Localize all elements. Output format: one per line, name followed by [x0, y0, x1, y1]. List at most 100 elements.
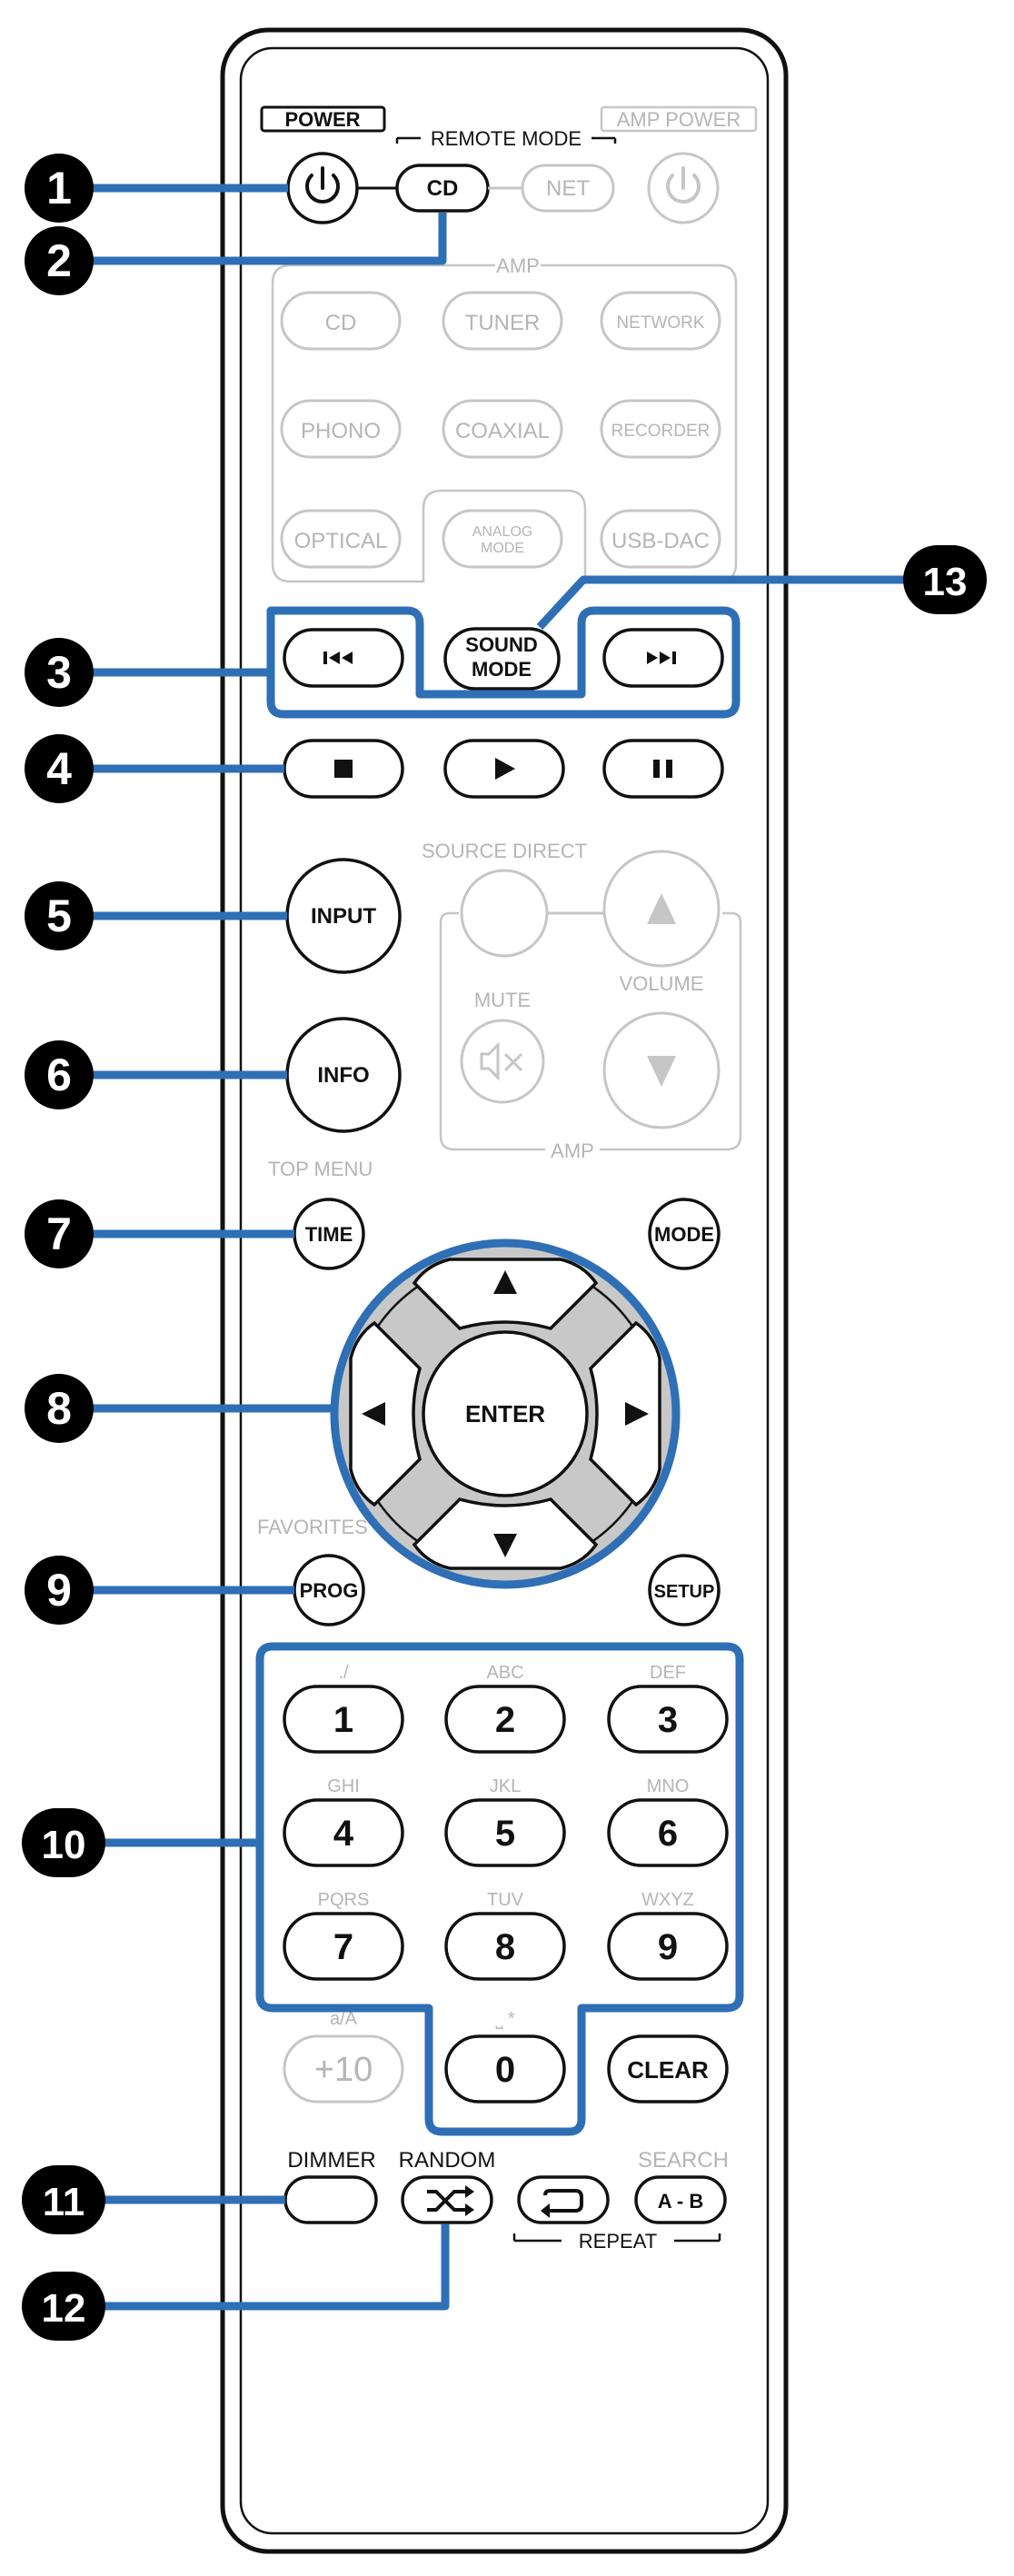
callout-number: 9: [46, 1565, 72, 1616]
enter-button[interactable]: ENTER: [422, 1330, 589, 1497]
amp-cd-button[interactable]: CD: [280, 291, 402, 351]
sound-mode-label-line2: MODE: [472, 658, 532, 681]
skip-back-button[interactable]: [283, 628, 404, 688]
amp-usb-dac-button[interactable]: USB-DAC: [600, 509, 721, 569]
mute-label: MUTE: [474, 989, 531, 1011]
info-button[interactable]: INFO: [285, 1017, 402, 1133]
remote-mode-cd-button[interactable]: CD: [395, 164, 490, 213]
play-button[interactable]: [443, 739, 565, 799]
svg-text:NET: NET: [546, 176, 590, 201]
numpad-key-6[interactable]: MNO 6: [607, 1776, 729, 1867]
skip-forward-button[interactable]: [602, 628, 724, 688]
svg-text:+10: +10: [314, 2051, 373, 2089]
dpad-right-button[interactable]: [589, 1320, 661, 1507]
top-menu-label: TOP MENU: [268, 1158, 373, 1180]
setup-button[interactable]: SETUP: [648, 1554, 721, 1626]
dpad-down-icon: [493, 1534, 517, 1557]
svg-text:TUNER: TUNER: [465, 311, 541, 335]
numpad-key-1[interactable]: ./1: [283, 1663, 404, 1754]
callout-number: 2: [46, 235, 72, 286]
amp-recorder-button[interactable]: RECORDER: [600, 399, 721, 459]
ab-repeat-button[interactable]: A - B: [634, 2175, 727, 2224]
remote-mode-net-button[interactable]: NET: [521, 164, 615, 213]
dpad-up-button[interactable]: [412, 1258, 599, 1330]
svg-text:A - B: A - B: [658, 2190, 704, 2213]
remote-body-inner: [239, 46, 770, 2535]
svg-text:RECORDER: RECORDER: [611, 422, 711, 441]
volume-up-button[interactable]: [602, 850, 721, 968]
stop-button[interactable]: [283, 739, 404, 799]
numpad-letters: TUV: [487, 1890, 524, 1910]
numpad-key-8[interactable]: TUV 8: [444, 1890, 566, 1981]
repeat-icon: [541, 2189, 583, 2218]
svg-text:⎵ *: ⎵ *: [495, 2009, 515, 2029]
amp-optical-button[interactable]: OPTICAL: [280, 509, 402, 569]
svg-text:0: 0: [495, 2050, 515, 2090]
svg-text:TIME: TIME: [305, 1223, 353, 1246]
source-direct-button[interactable]: [460, 869, 549, 958]
numpad-digit: 8: [495, 1927, 515, 1967]
amp-phono-button[interactable]: PHONO: [280, 399, 402, 459]
repeat-label: REPEAT: [579, 2230, 657, 2253]
mute-icon: [480, 1041, 523, 1081]
dpad-down-button[interactable]: [412, 1497, 599, 1570]
amp-section-frame: [271, 264, 738, 583]
power-button[interactable]: [286, 152, 359, 224]
repeat-button[interactable]: [517, 2175, 610, 2224]
amp-power-button[interactable]: [647, 152, 720, 224]
numpad-letters: PQRS: [318, 1890, 370, 1910]
callout-number: 11: [43, 2180, 85, 2224]
svg-text:INPUT: INPUT: [311, 904, 376, 929]
skip-back-icon: [323, 651, 353, 664]
dimmer-button[interactable]: [283, 2175, 378, 2224]
callout-number: 10: [42, 1823, 86, 1867]
svg-text:SOUND: SOUND: [465, 633, 537, 656]
zero-button[interactable]: ⎵ * 0: [444, 2009, 566, 2104]
amp-tuner-button[interactable]: TUNER: [442, 291, 563, 351]
numpad-digit: 6: [658, 1814, 678, 1854]
remote-mode-label: REMOTE MODE: [431, 127, 582, 150]
mode-button[interactable]: MODE: [648, 1198, 721, 1270]
sound-mode-button[interactable]: SOUND: [443, 627, 561, 691]
pause-icon: [653, 760, 672, 778]
power-label: POWER: [284, 108, 360, 131]
volume-down-button[interactable]: [602, 1011, 721, 1129]
random-button[interactable]: [401, 2175, 493, 2224]
svg-text:CLEAR: CLEAR: [627, 2056, 709, 2084]
numpad-letters: MNO: [647, 1776, 690, 1796]
amp-coaxial-button[interactable]: COAXIAL: [442, 399, 563, 459]
numpad-digit: 4: [333, 1814, 354, 1854]
callout-badge-5: 5: [25, 881, 94, 950]
shuffle-icon: [427, 2185, 474, 2216]
plus10-button[interactable]: a/A +10: [283, 2009, 404, 2104]
callout-number: 5: [46, 890, 72, 941]
callout-number: 3: [46, 647, 72, 698]
svg-text:ENTER: ENTER: [465, 1400, 545, 1427]
callout-badge-6: 6: [25, 1040, 94, 1109]
dpad-left-button[interactable]: [349, 1320, 422, 1507]
svg-text:SETUP: SETUP: [654, 1582, 715, 1602]
prog-button[interactable]: PROG: [293, 1554, 365, 1626]
time-button[interactable]: TIME: [293, 1198, 365, 1270]
callout-number: 6: [46, 1049, 72, 1100]
callout-badge-3: 3: [25, 638, 94, 707]
pause-button[interactable]: [602, 739, 724, 799]
numpad-digit: 1: [333, 1700, 353, 1740]
svg-text:PHONO: PHONO: [301, 419, 381, 443]
clear-button[interactable]: CLEAR: [607, 2034, 729, 2104]
amp-network-button[interactable]: NETWORK: [600, 291, 721, 351]
volume-label: VOLUME: [620, 972, 704, 995]
numpad-letters: JKL: [490, 1776, 521, 1796]
input-button[interactable]: INPUT: [285, 858, 402, 974]
mute-button[interactable]: [460, 1019, 545, 1104]
amp-power-label-box: [600, 105, 758, 133]
